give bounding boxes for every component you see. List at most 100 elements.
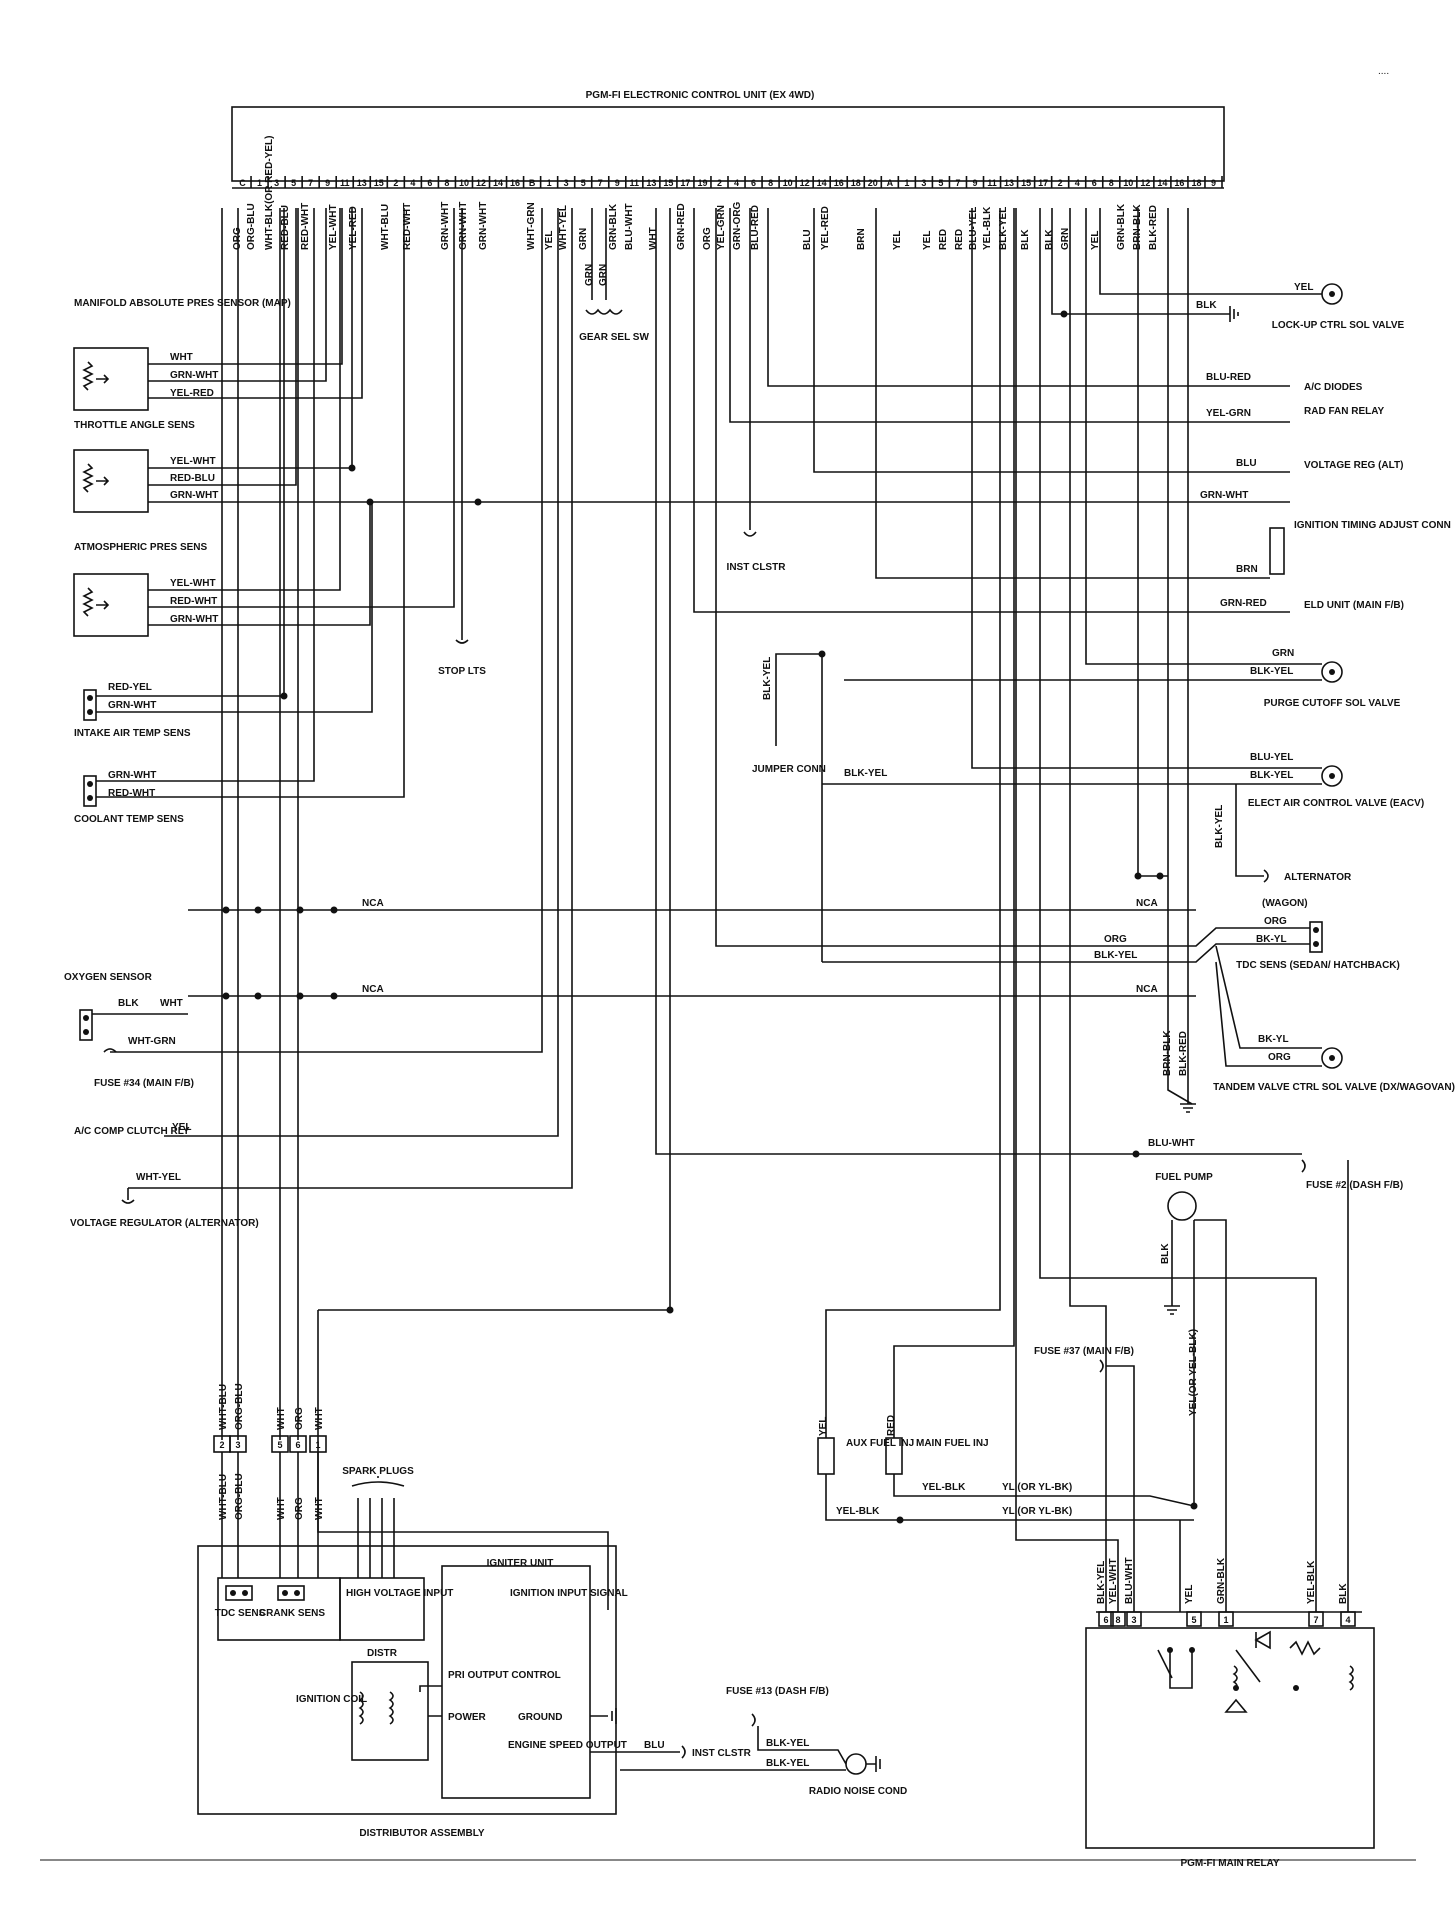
- tdc-sens-conn: [1309, 921, 1323, 953]
- ac-comp-label: A/C COMP CLUTCH RLY: [74, 1126, 190, 1137]
- tdc-sens-label: TDC SENS (SEDAN/ HATCHBACK): [1236, 960, 1400, 971]
- ac-diodes-label: A/C DIODES: [1304, 382, 1363, 393]
- tdc-bk-yl: BK-YL: [1256, 934, 1287, 945]
- ecu-pin: 14: [817, 178, 827, 188]
- dist-wire-top: WHT-BLU: [218, 1384, 229, 1430]
- ecu-wire-color: WHT-YEL: [558, 205, 569, 250]
- ecu-wire-color: YEL: [544, 231, 555, 250]
- jumper-blk-yel: BLK-YEL: [762, 657, 773, 700]
- relay-pin: 6: [1103, 1615, 1108, 1625]
- ecu-pin: 16: [834, 178, 844, 188]
- ecu-wire-color: YEL: [892, 231, 903, 250]
- ecu-wire-color: YEL-RED: [348, 206, 359, 250]
- ecu-wire-color: GRN-RED: [676, 203, 687, 250]
- relay-pin: 1: [1223, 1615, 1228, 1625]
- dist-pin: 6: [295, 1440, 300, 1450]
- ecu-pin: A: [887, 178, 894, 188]
- rad-fan-label: RAD FAN RELAY: [1304, 406, 1385, 417]
- ecu-wire-color: BLK: [1020, 229, 1031, 250]
- radio-noise-cond-icon: [845, 1753, 867, 1775]
- lockup-label: LOCK-UP CTRL SOL VALVE: [1272, 320, 1405, 331]
- oxygen-wire-2: WHT: [160, 998, 183, 1009]
- ecu-pin: 9: [972, 178, 977, 188]
- ecu-wire-color: YEL-WHT: [328, 204, 339, 250]
- atmospheric-sensor-resistor-icon: [82, 587, 110, 617]
- ecu-pin: 10: [1123, 178, 1133, 188]
- main-relay-title: PGM-FI MAIN RELAY: [1180, 1858, 1279, 1869]
- ecu-wire-color: RED: [938, 229, 949, 250]
- jumper-conn-label: JUMPER CONN: [752, 764, 826, 775]
- dist-wire-bottom: WHT: [314, 1497, 325, 1520]
- purge-valve-icon: [1321, 661, 1343, 683]
- corner-mark: ....: [1378, 66, 1389, 77]
- engine-speed-label: ENGINE SPEED OUTPUT: [508, 1740, 627, 1751]
- yl-1: YL (OR YL-BK): [1002, 1482, 1072, 1493]
- ecu-pin: 12: [1140, 178, 1150, 188]
- nca-label-2: NCA: [362, 984, 384, 995]
- ground-label: GROUND: [518, 1712, 562, 1723]
- relay-pin: 3: [1131, 1615, 1136, 1625]
- ecu-wire-color: YEL-RED: [820, 206, 831, 250]
- ecu-wire-color: WHT-BLU: [380, 204, 391, 250]
- ecu-wire-color: YEL-BLK: [982, 206, 993, 250]
- purge-label: PURGE CUTOFF SOL VALVE: [1264, 698, 1401, 709]
- relay-wire: GRN-BLK: [1216, 1557, 1227, 1604]
- ecu-pin: 19: [697, 178, 707, 188]
- blk-red: BLK-RED: [1178, 1031, 1189, 1076]
- throttle-wire-1: YEL-WHT: [170, 456, 216, 467]
- lockup-ground-icon: [1229, 306, 1239, 322]
- ecu-pin: 3: [274, 178, 279, 188]
- relay-diode-2-icon: [1224, 1698, 1248, 1713]
- fuse34-wire: WHT-GRN: [128, 1036, 176, 1047]
- ecu-pin: 3: [921, 178, 926, 188]
- ecu-pin: 5: [291, 178, 296, 188]
- ecu-pin: 11: [630, 178, 640, 188]
- ignition-coil-icon: [358, 1691, 394, 1725]
- ecu-wire-color: RED: [954, 229, 965, 250]
- ecu-pin: 7: [955, 178, 960, 188]
- atmospheric-sensor: [73, 573, 149, 637]
- tandem-valve-icon: [1321, 1047, 1343, 1069]
- ecu-wire-color: BLU: [802, 229, 813, 250]
- ecu-wire-color: BLU-WHT: [624, 203, 635, 250]
- ecu-pin: B: [529, 178, 536, 188]
- relay-pin: 4: [1345, 1615, 1350, 1625]
- spark-plugs-label: SPARK PLUGS: [342, 1466, 414, 1477]
- ecu-wire-color: BLK-RED: [1148, 205, 1159, 250]
- ecu-pin: 4: [1075, 178, 1080, 188]
- ignition-coil-label: IGNITION COIL: [296, 1694, 367, 1705]
- intake-air-sensor: [83, 689, 97, 721]
- eacv-blk-yel: BLK-YEL: [1250, 770, 1293, 781]
- yl-2: YL (OR YL-BK): [1002, 1506, 1072, 1517]
- dist-wire-bottom: WHT: [276, 1497, 287, 1520]
- gear-grn-2: GRN: [598, 264, 609, 286]
- ecu-pin: 2: [393, 178, 398, 188]
- dist-inst-clstr: INST CLSTR: [692, 1748, 752, 1759]
- relay-pin: 5: [1191, 1615, 1196, 1625]
- ecu-wire-color: YEL: [1090, 231, 1101, 250]
- ecu-wire-color: BLK: [1044, 229, 1055, 250]
- map-wire-3: YEL-RED: [170, 388, 214, 399]
- eacv-label: ELECT AIR CONTROL VALVE (EACV): [1248, 798, 1424, 809]
- lockup-yel: YEL: [1294, 282, 1313, 293]
- ac-diodes-wire: BLU-RED: [1206, 372, 1251, 383]
- ecu-pin: 10: [783, 178, 793, 188]
- dist-pin: 5: [277, 1440, 282, 1450]
- throttle-sensor-label: THROTTLE ANGLE SENS: [74, 420, 195, 431]
- tandem-bk-yl: BK-YL: [1258, 1034, 1289, 1045]
- ecu-wire-color: ORG-BLU: [246, 203, 257, 250]
- dist-wire-bottom: WHT-BLU: [218, 1474, 229, 1520]
- ecu-pin: 16: [1174, 178, 1184, 188]
- ecu-pin: 9: [615, 178, 620, 188]
- ign-grn-wht: GRN-WHT: [1200, 490, 1248, 501]
- distributor-assembly-box: [197, 1545, 617, 1815]
- alt-blk-yel: BLK-YEL: [1214, 805, 1225, 848]
- main-fuel-label: MAIN FUEL INJ: [916, 1438, 989, 1449]
- rad-fan-wire: YEL-GRN: [1206, 408, 1251, 419]
- ecu-wire-color: GRN-WHT: [458, 202, 469, 250]
- ecu-wire-color: ORG: [702, 227, 713, 250]
- map-sensor: [73, 347, 149, 411]
- ac-comp-wire: YEL: [172, 1122, 191, 1133]
- stop-lts-label: STOP LTS: [438, 666, 486, 677]
- ecu-pin: 3: [564, 178, 569, 188]
